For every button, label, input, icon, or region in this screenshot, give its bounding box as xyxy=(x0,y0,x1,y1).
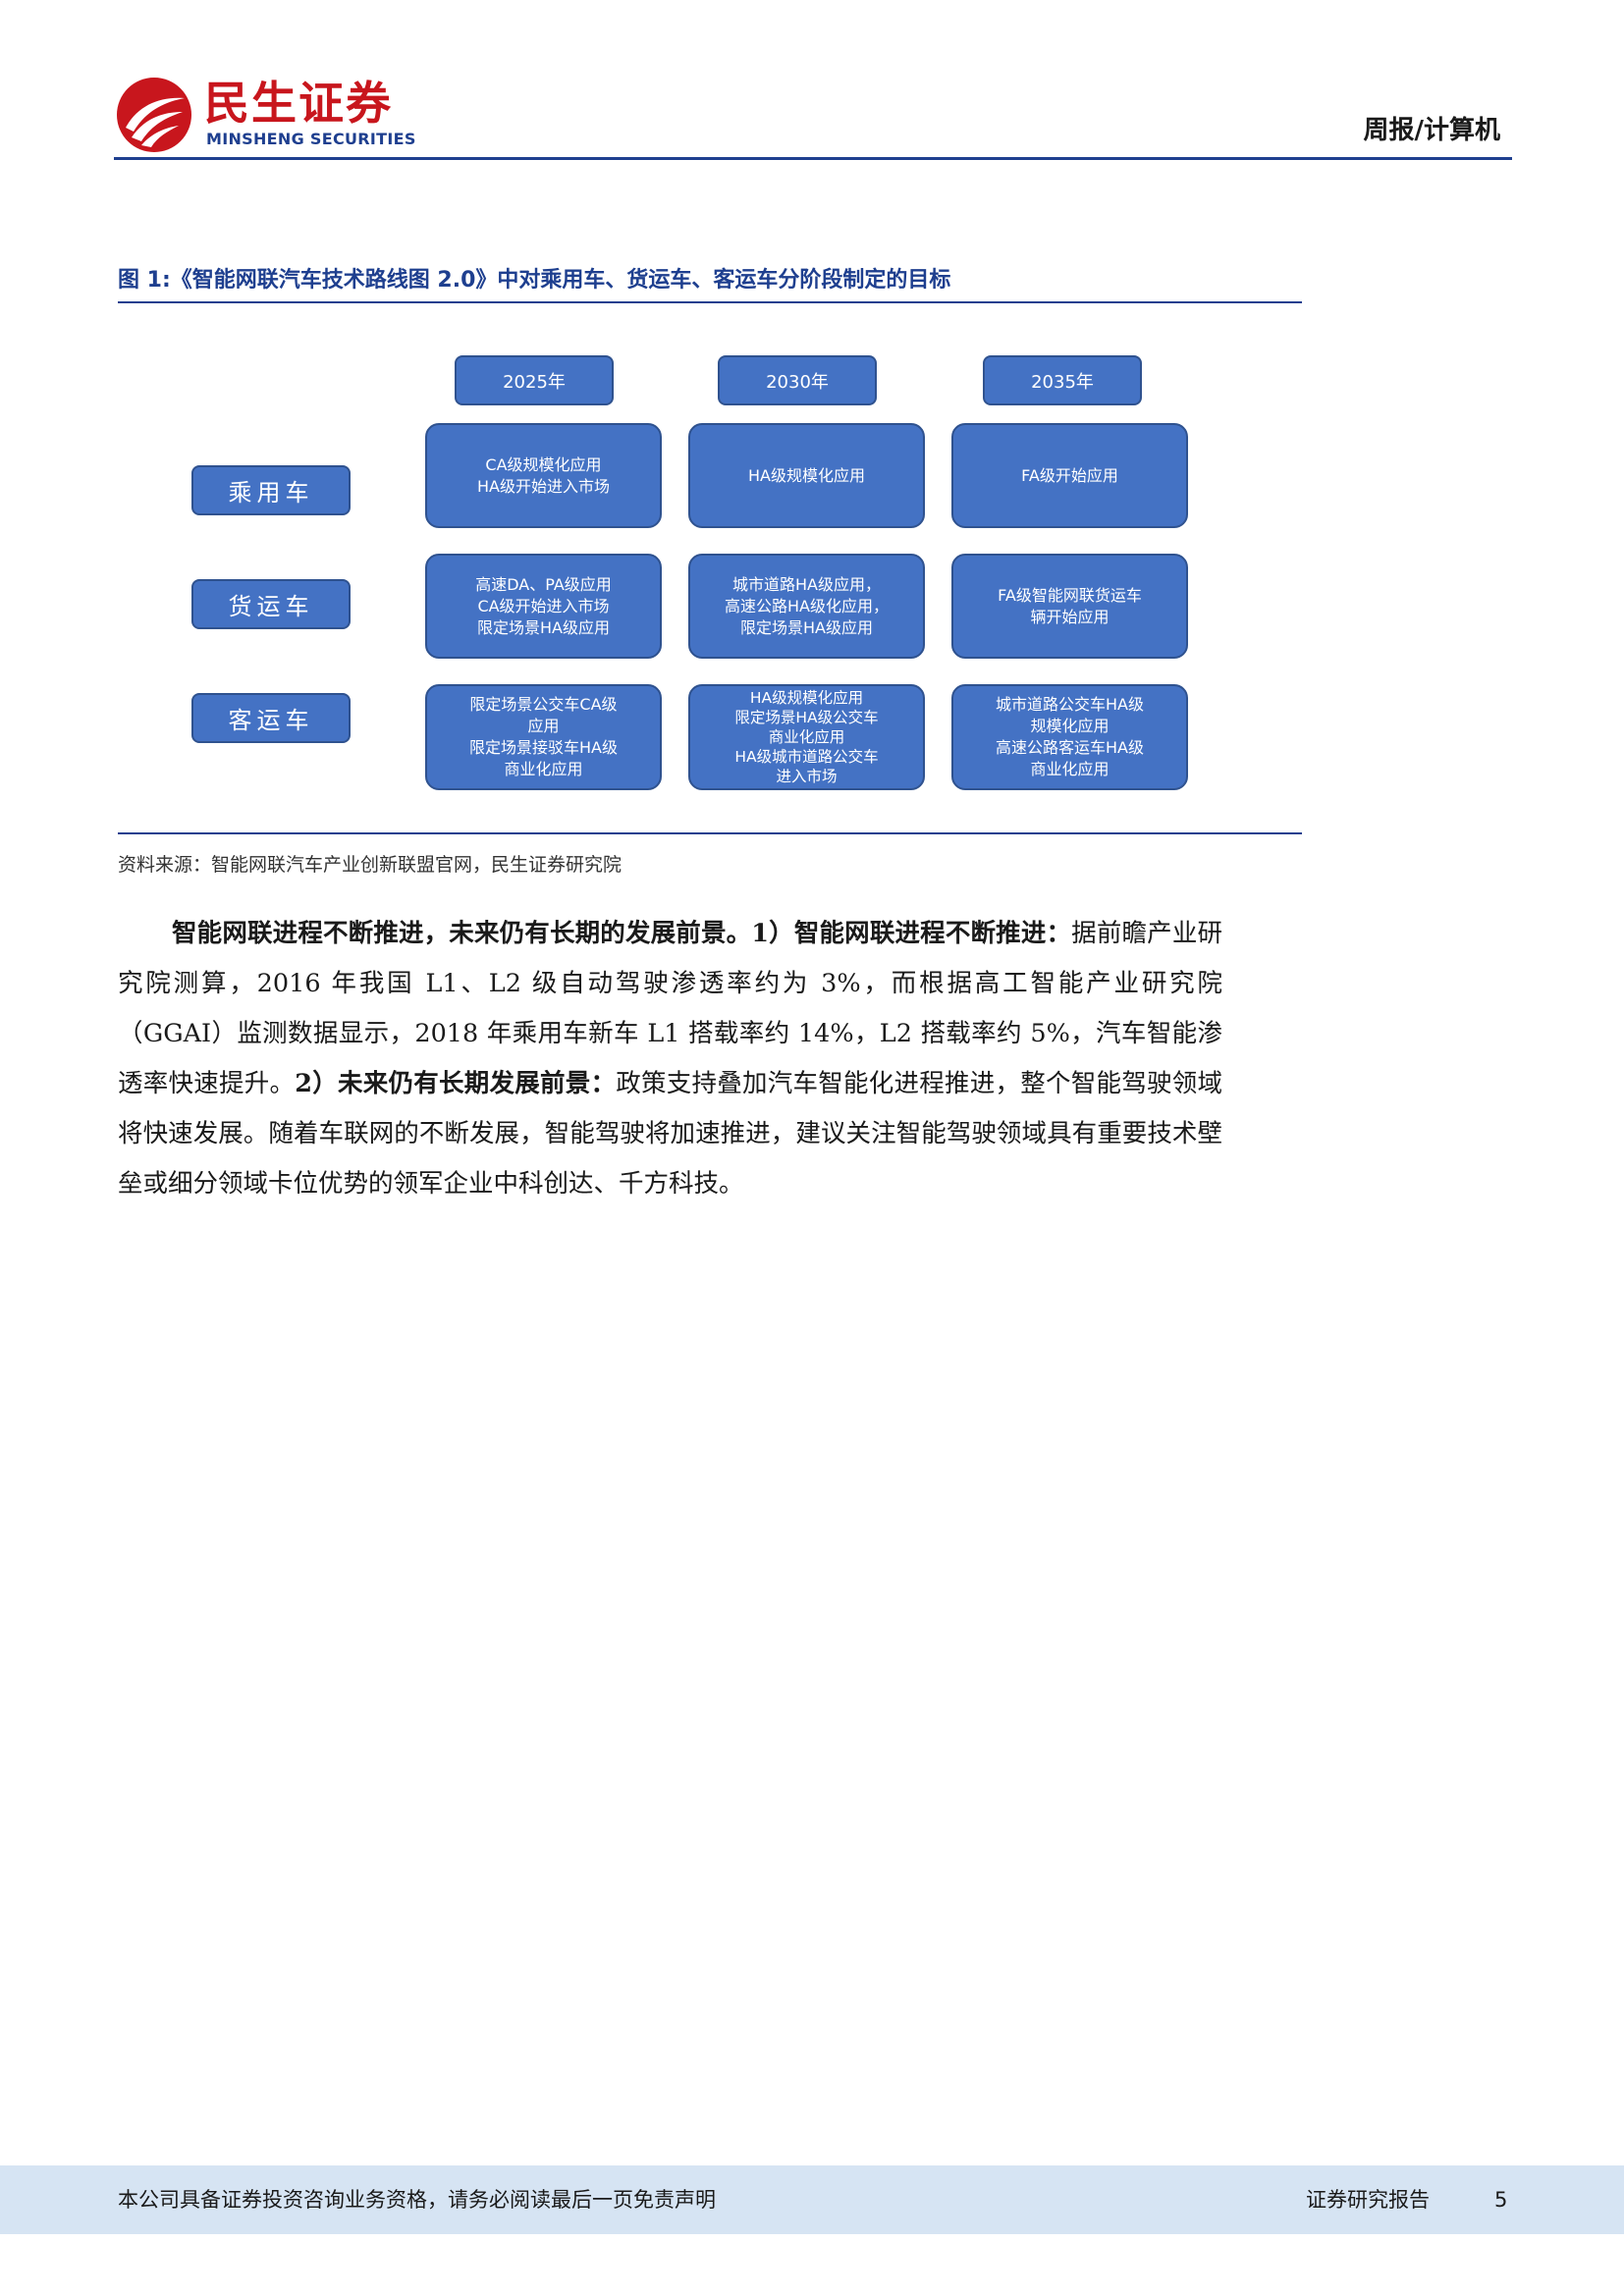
footer-disclaimer: 本公司具备证券投资咨询业务资格，请务必阅读最后一页免责声明 xyxy=(118,2188,716,2212)
body-paragraph: 智能网联进程不断推进，未来仍有长期的发展前景。1）智能网联进程不断推进：据前瞻产… xyxy=(118,909,1222,1209)
logo-chinese-name: 民生证券 xyxy=(204,77,393,130)
paragraph-text-part2: 政策支持叠加汽车智能化进程推进，整个智能驾驶领域将快速发展。随着车联网的不断发展… xyxy=(118,1069,1222,1199)
paragraph-text-part1: 据前瞻产业研究院测算，2016 年我国 L1、L2 级自动驾驶渗透率约为 3%，… xyxy=(118,919,1222,1098)
goal-cell-transport-2025: 限定场景公交车CA级 应用 限定场景接驳车HA级 商业化应用 xyxy=(425,684,662,790)
logo-english-name: MINSHENG SECURITIES xyxy=(206,130,416,148)
footer-report-type: 证券研究报告 xyxy=(1306,2188,1430,2212)
row-label-passenger-car: 乘用车 xyxy=(191,465,351,515)
row-label-passenger-transport: 客运车 xyxy=(191,693,351,743)
goal-cell-passenger-2035: FA级开始应用 xyxy=(951,423,1188,528)
goal-cell-freight-2035: FA级智能网联货运车 辆开始应用 xyxy=(951,554,1188,659)
goal-cell-freight-2030: 城市道路HA级应用， 高速公路HA级化应用， 限定场景HA级应用 xyxy=(688,554,925,659)
goal-cell-transport-2030: HA级规模化应用 限定场景HA级公交车 商业化应用 HA级城市道路公交车 进入市… xyxy=(688,684,925,790)
row-label-freight-vehicle: 货运车 xyxy=(191,579,351,629)
paragraph-bold-point2: 2）未来仍有长期发展前景： xyxy=(295,1069,617,1098)
report-tag: 周报/计算机 xyxy=(1363,116,1501,145)
goal-cell-freight-2025: 高速DA、PA级应用 CA级开始进入市场 限定场景HA级应用 xyxy=(425,554,662,659)
figure-bottom-divider xyxy=(118,832,1302,834)
figure-caption: 图 1:《智能网联汽车技术路线图 2.0》中对乘用车、货运车、客运车分阶段制定的… xyxy=(118,268,951,293)
page-number: 5 xyxy=(1494,2188,1508,2212)
footer-band xyxy=(0,2165,1624,2234)
figure-top-divider xyxy=(118,301,1302,303)
goal-cell-passenger-2025: CA级规模化应用 HA级开始进入市场 xyxy=(425,423,662,528)
header-divider xyxy=(114,157,1512,160)
year-header-2025: 2025年 xyxy=(455,355,614,405)
year-header-2030: 2030年 xyxy=(718,355,877,405)
year-header-2035: 2035年 xyxy=(983,355,1142,405)
goal-cell-transport-2035: 城市道路公交车HA级 规模化应用 高速公路客运车HA级 商业化应用 xyxy=(951,684,1188,790)
paragraph-bold-lead: 智能网联进程不断推进，未来仍有长期的发展前景。1）智能网联进程不断推进： xyxy=(172,919,1072,948)
figure-source: 资料来源：智能网联汽车产业创新联盟官网，民生证券研究院 xyxy=(118,854,623,876)
minsheng-logo-icon xyxy=(117,78,191,152)
goal-cell-passenger-2030: HA级规模化应用 xyxy=(688,423,925,528)
